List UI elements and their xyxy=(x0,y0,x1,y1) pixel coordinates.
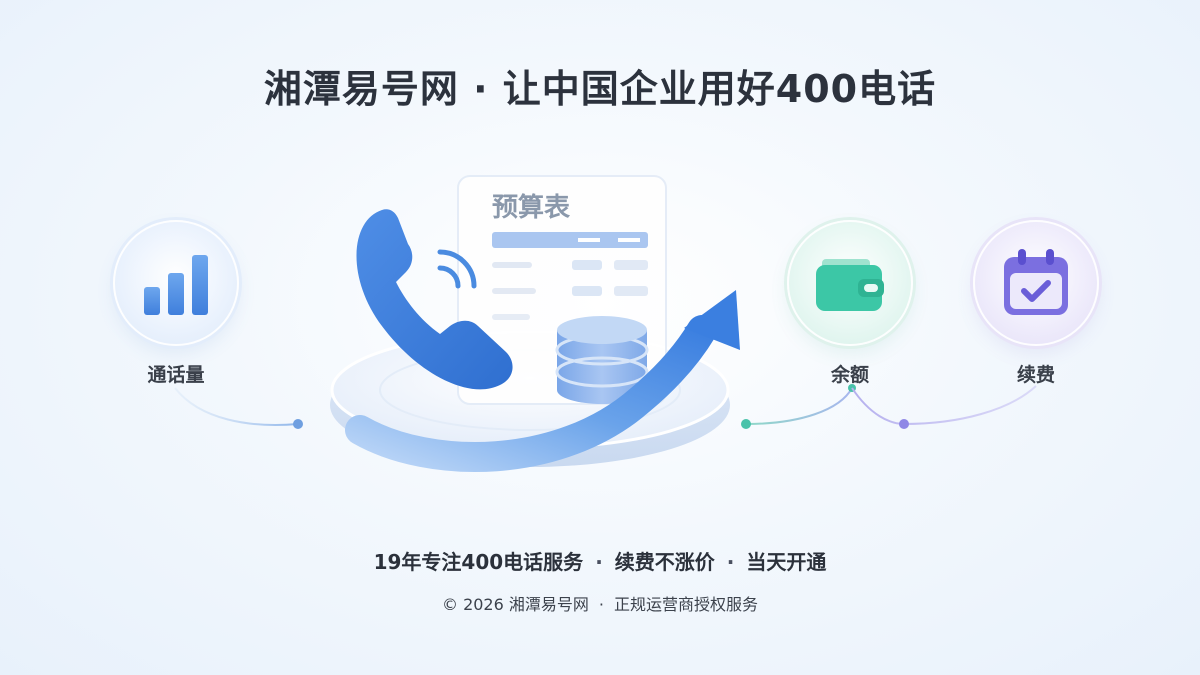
footer: © 2026 湘潭易号网 · 正规运营商授权服务 xyxy=(0,591,1200,615)
bar-chart-icon xyxy=(144,255,208,315)
sheet-title: 预算表 xyxy=(492,192,571,223)
footer-note: 正规运营商授权服务 xyxy=(613,595,758,614)
wallet-icon xyxy=(816,259,884,311)
footer-separator: · xyxy=(598,595,604,614)
connector-dot xyxy=(741,419,751,429)
tagline-separator: · xyxy=(726,550,735,574)
renewal-badge xyxy=(973,220,1099,346)
page-title: 湘潭易号网 · 让中国企业用好400电话 xyxy=(263,67,937,111)
connector-renewal xyxy=(851,385,1037,426)
renewal-label: 续费 xyxy=(1016,364,1055,386)
call-volume-badge xyxy=(113,220,239,346)
tagline-part2: 续费不涨价 xyxy=(614,550,715,574)
tagline: 19年专注400电话服务 · 续费不涨价 · 当天开通 xyxy=(0,546,1200,575)
feature-call-volume: 通话量 xyxy=(111,220,241,387)
feature-renewal: 续费 xyxy=(971,220,1101,387)
tagline-part1: 19年专注400电话服务 xyxy=(373,550,584,574)
balance-label: 余额 xyxy=(830,364,869,386)
growth-arrow-icon xyxy=(345,290,740,472)
tagline-part3: 当天开通 xyxy=(746,550,827,574)
connector-balance xyxy=(745,387,853,425)
calendar-check-icon xyxy=(1004,249,1068,315)
footer-copyright: © 2026 湘潭易号网 xyxy=(441,595,589,614)
phone-handset-icon xyxy=(356,209,513,390)
database-stack-icon xyxy=(555,316,649,404)
connector-dot xyxy=(293,419,303,429)
feature-balance: 余额 xyxy=(785,220,915,387)
call-volume-label: 通话量 xyxy=(147,364,205,386)
connector-dot xyxy=(899,419,909,429)
tagline-separator: · xyxy=(595,550,603,574)
signal-waves-icon xyxy=(437,249,477,289)
connector-left xyxy=(174,387,299,426)
balance-badge xyxy=(787,220,913,346)
